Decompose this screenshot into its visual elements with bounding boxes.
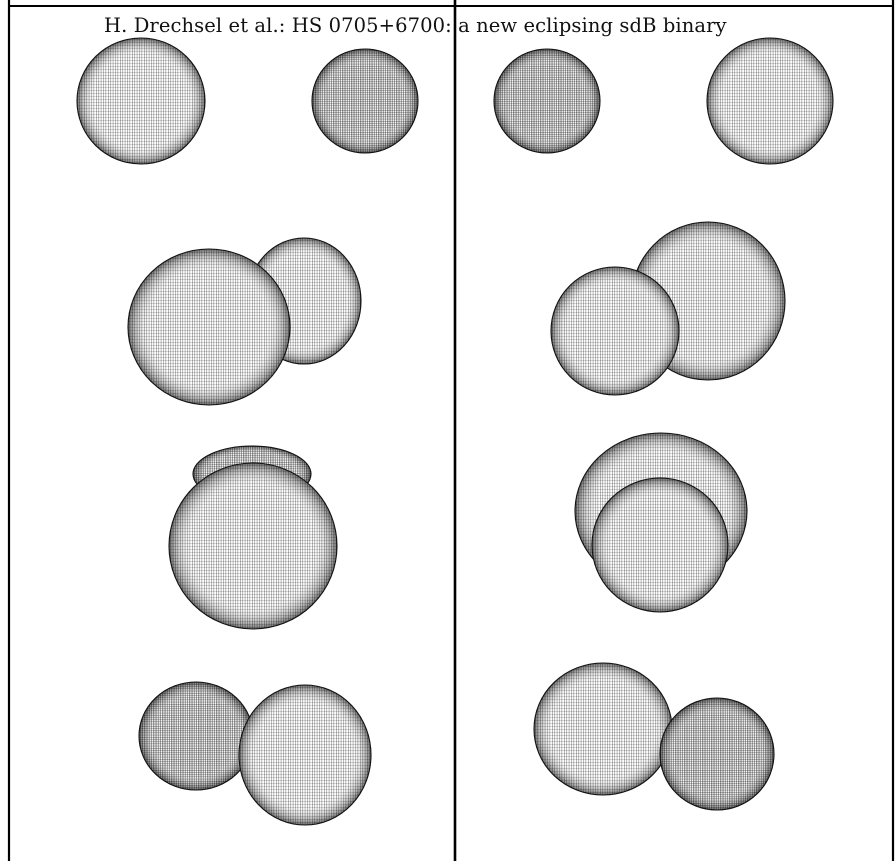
star-limb (707, 38, 833, 164)
star-small (592, 478, 728, 612)
star-limb (534, 663, 672, 795)
star-limb (169, 463, 337, 629)
star-large (128, 249, 290, 405)
star-limb (494, 49, 600, 153)
star-small (660, 698, 774, 810)
star-limb (592, 478, 728, 612)
star-limb (239, 685, 371, 825)
star-large (239, 685, 371, 825)
running-title: H. Drechsel et al.: HS 0705+6700: a new … (104, 14, 727, 38)
star-small (551, 267, 679, 395)
star-large (707, 38, 833, 164)
star-small (312, 49, 418, 153)
star-limb (551, 267, 679, 395)
star-limb (77, 38, 205, 164)
star-limb (312, 49, 418, 153)
star-small (139, 682, 253, 790)
star-limb (660, 698, 774, 810)
star-limb (128, 249, 290, 405)
star-small (494, 49, 600, 153)
star-limb (139, 682, 253, 790)
star-large (534, 663, 672, 795)
star-large (77, 38, 205, 164)
star-large (169, 463, 337, 629)
